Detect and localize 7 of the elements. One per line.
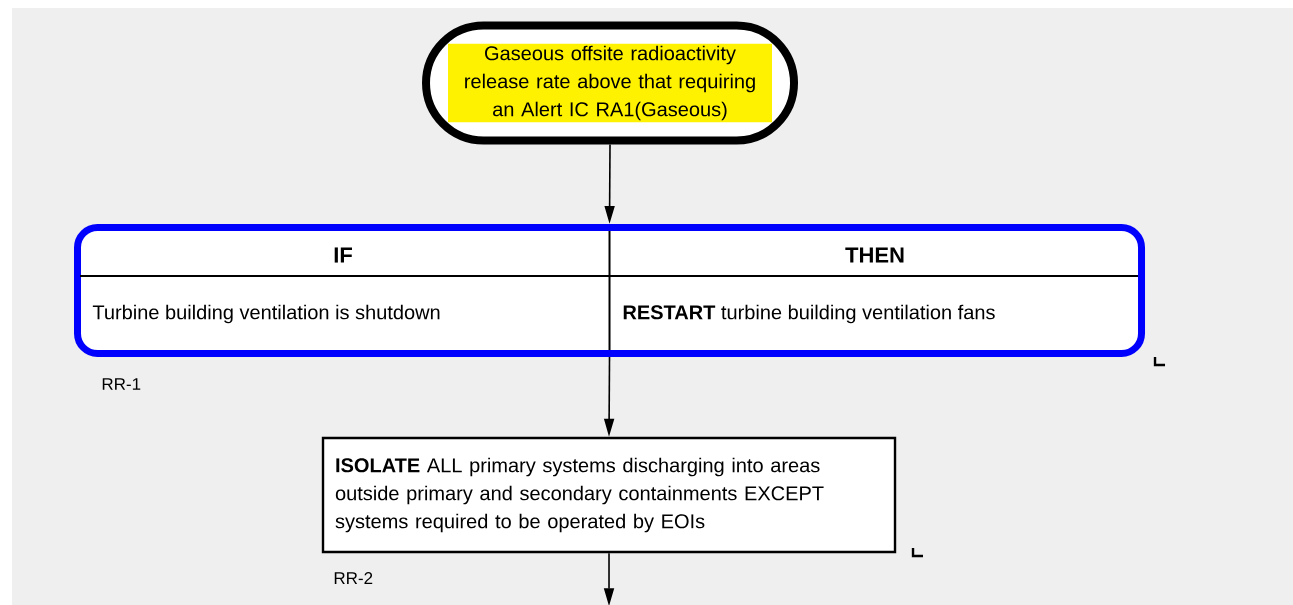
- step-label: RR-2: [334, 572, 373, 584]
- column-header: THEN: [845, 247, 904, 263]
- action-box: ISOLATE ALL primary systems discharging into areas outside primary and secondary containments EXCEPT systems required to be operated by EOIs: [321, 436, 897, 554]
- column-header: IF: [334, 247, 352, 263]
- cell-text: Turbine building ventilation is shutdown: [92, 304, 440, 324]
- cell-text: RESTART turbine building ventilation fans: [623, 304, 995, 324]
- step-label: RR-1: [102, 378, 141, 390]
